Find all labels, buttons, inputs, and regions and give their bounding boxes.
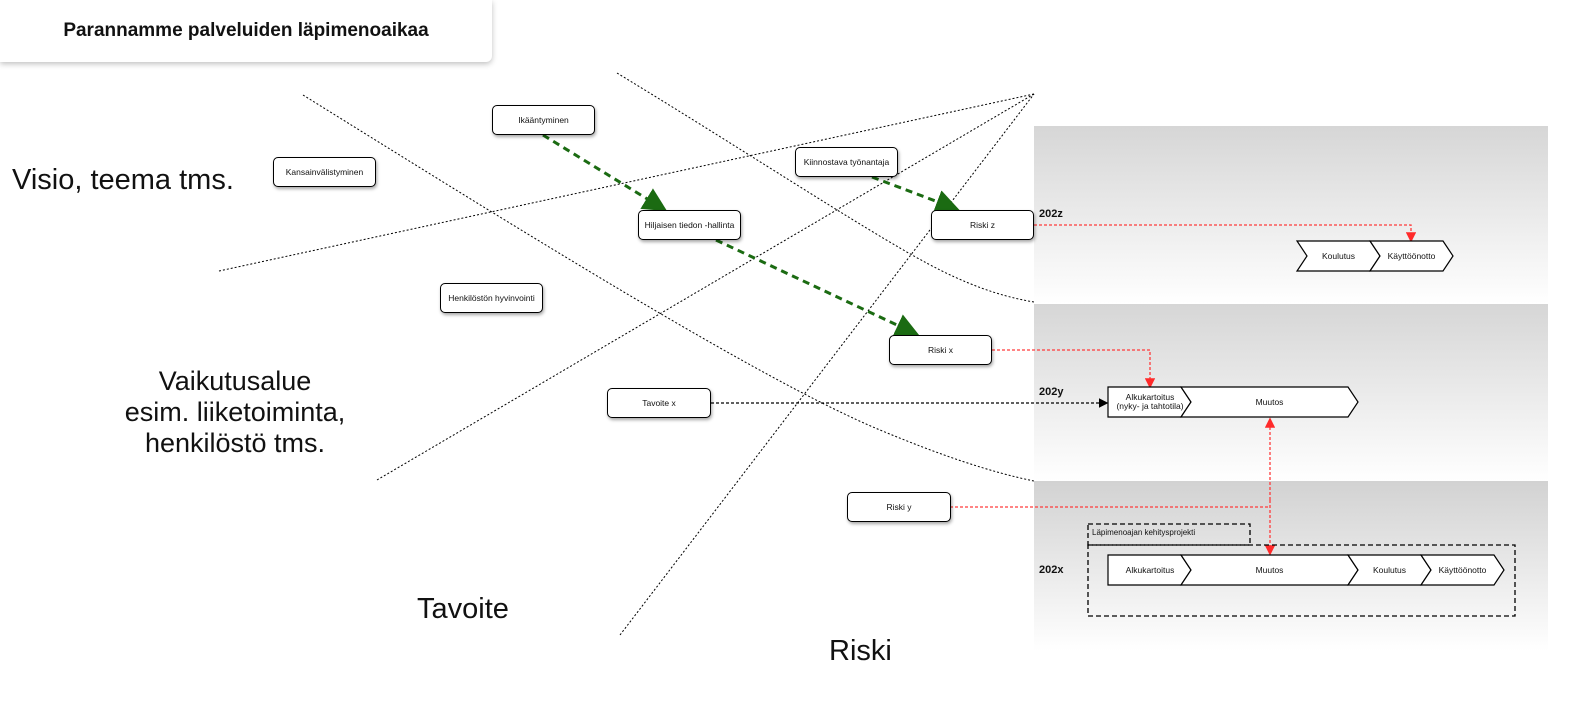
node-riski-z[interactable]: Riski z: [931, 210, 1034, 240]
green-arrow-kiinnostava-riskiz: [871, 175, 960, 213]
chevron-muutos-y: [1179, 386, 1359, 418]
label-vaikutusalue-line: esim. liiketoiminta,: [124, 397, 346, 427]
node-tavoite-x[interactable]: Tavoite x: [607, 388, 711, 418]
green-arrow-hiljainen-riskix: [715, 238, 920, 337]
node-riski-x[interactable]: Riski x: [889, 335, 992, 365]
page-title: Parannamme palveluiden läpimenoaikaa: [0, 0, 492, 62]
band-label-202y: 202y: [1039, 386, 1064, 398]
label-tavoite: Tavoite: [417, 593, 509, 625]
node-kiinnostava-tyonantaja[interactable]: Kiinnostava työnantaja: [795, 147, 898, 177]
project-label: Läpimenoajan kehitysprojekti: [1092, 528, 1196, 537]
label-visio: Visio, teema tms.: [12, 164, 234, 196]
process-step-kayttoonotto-x: Käyttöönotto: [1438, 564, 1487, 575]
red-arrow-riskiz: [1034, 224, 1417, 243]
process-step-text: Alkukartoitus: [1125, 392, 1175, 402]
process-step-alkukartoitus-x: Alkukartoitus: [1125, 564, 1175, 575]
fishbone-line: [218, 93, 1035, 272]
node-henkiloston-hyvinvointi[interactable]: Henkilöstön hyvinvointi: [440, 283, 543, 313]
label-vaikutusalue-line: Vaikutusalue: [158, 366, 312, 396]
node-kansainvalistyminen[interactable]: Kansainvälistyminen: [273, 157, 376, 187]
process-step-muutos-y: Muutos: [1255, 396, 1284, 407]
red-arrow-riskix: [992, 349, 1156, 389]
node-ikaantyminen[interactable]: Ikääntyminen: [492, 105, 595, 135]
label-vaikutusalue-line: henkilöstö tms.: [144, 428, 326, 458]
band-label-202z: 202z: [1039, 208, 1063, 220]
process-step-text: (nyky- ja tahtotila): [1116, 401, 1184, 411]
band-label-202x: 202x: [1039, 564, 1064, 576]
project-tab: [1087, 523, 1251, 546]
process-step-kayttoonotto-z: Käyttöönotto: [1387, 250, 1436, 261]
fishbone-curve: [302, 94, 1035, 482]
label-riski: Riski: [829, 635, 892, 667]
fishbone-line: [376, 93, 1035, 481]
process-step-muutos-x: Muutos: [1255, 564, 1284, 575]
timeline-band-202z: [1034, 126, 1548, 304]
label-vaikutusalue: Vaikutusalue esim. liiketoiminta, henkil…: [95, 366, 375, 459]
project-frame: [1087, 544, 1516, 617]
fishbone-curve: [616, 72, 1035, 303]
fishbone-line: [619, 93, 1035, 636]
chevron-kayttoonotto-x: [1419, 554, 1505, 586]
node-riski-y[interactable]: Riski y: [847, 492, 951, 522]
process-step-alkukartoitus-y: Alkukartoitus (nyky- ja tahtotila): [1112, 387, 1188, 417]
chevron-kayttoonotto-z: [1368, 240, 1454, 272]
process-step-koulutus-z: Koulutus: [1321, 250, 1356, 261]
node-hiljaisen-tiedon-hallinta[interactable]: Hiljaisen tiedon -hallinta: [638, 210, 741, 240]
process-step-koulutus-x: Koulutus: [1372, 564, 1407, 575]
